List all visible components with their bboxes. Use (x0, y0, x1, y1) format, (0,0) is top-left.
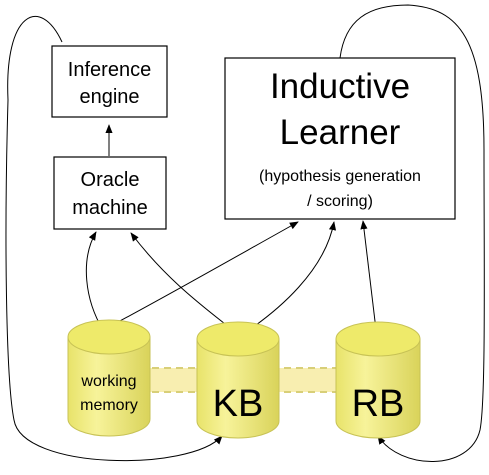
inductive-learner-title-line2: Learner (280, 113, 401, 152)
edge-kb-to-inductive-learner (239, 221, 337, 337)
edge-rb-to-inductive-learner (360, 220, 378, 339)
rb-cylinder: RB (335, 321, 421, 439)
inductive-learner-subtitle-line2: / scoring) (307, 193, 373, 210)
working-memory-label-line1: working (80, 373, 136, 390)
working-memory-cylinder: working memory (67, 319, 151, 437)
kb-cylinder: KB (196, 321, 280, 439)
oracle-machine-label-line1: Oracle (81, 169, 140, 191)
inference-engine-label-line2: engine (79, 86, 139, 108)
oracle-machine-box (53, 156, 167, 230)
edge-inference-engine-to-kb (5, 15, 223, 462)
edge-inductive-learner-to-rb (339, 4, 485, 462)
oracle-machine-label-line2: machine (72, 197, 148, 219)
oracle-machine-node: Oracle machine (53, 156, 167, 230)
edge-working-memory-to-inductive-learner (102, 221, 299, 331)
inductive-learner-box (224, 57, 456, 220)
inference-engine-box (51, 45, 168, 118)
inference-engine-node: Inference engine (51, 45, 168, 118)
rb-label: RB (352, 383, 405, 425)
inductive-learner-title-line1: Inductive (270, 67, 410, 106)
kb-label: KB (213, 383, 264, 425)
inductive-learner-subtitle-line1: (hypothesis generation (259, 168, 421, 185)
edge-working-memory-to-oracle (85, 231, 104, 331)
working-memory-label-line2: memory (80, 397, 138, 414)
inductive-learner-node: Inductive Learner (hypothesis generation… (224, 57, 456, 220)
inference-engine-label-line1: Inference (68, 59, 151, 81)
